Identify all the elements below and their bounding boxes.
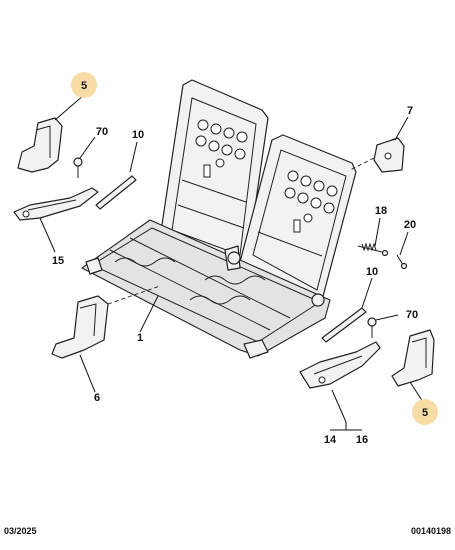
callout-15: 15	[52, 255, 64, 267]
seat-frame	[81, 79, 357, 359]
callout-18: 18	[375, 205, 387, 217]
callout-70-right: 70	[406, 309, 418, 321]
part-6-lower-cover	[51, 295, 109, 359]
callout-5-bottom: 5	[422, 407, 428, 419]
part-10-right-rod	[321, 307, 367, 343]
part-5-left-cover	[17, 117, 63, 173]
part-70-left-screw	[73, 157, 83, 178]
part-5-right-cover	[391, 329, 435, 387]
callout-5-top-highlight	[71, 72, 97, 98]
callout-5-bottom-highlight	[412, 399, 438, 425]
part-70-right-screw	[367, 317, 377, 338]
part-18-spring	[357, 242, 389, 257]
part-20-pin	[396, 254, 408, 270]
callout-1: 1	[137, 332, 143, 344]
backrest-holes-left	[195, 119, 248, 178]
callout-6: 6	[94, 392, 100, 404]
callout-5-top: 5	[81, 80, 87, 92]
callout-70-left: 70	[96, 126, 108, 138]
mount-line-6	[107, 285, 161, 305]
leader-lines	[39, 94, 426, 431]
callout-10-right: 10	[366, 266, 378, 278]
part-14-16-bracket	[299, 341, 381, 389]
part-15-bracket	[13, 187, 99, 221]
callout-16: 16	[356, 434, 368, 446]
part-7-plate	[373, 137, 405, 173]
callout-20: 20	[404, 219, 416, 231]
mount-line-7	[349, 157, 375, 171]
backrest-holes-right	[284, 170, 338, 233]
footer-reference: 00140198	[410, 526, 451, 536]
callout-7: 7	[407, 105, 413, 117]
callout-14: 14	[324, 434, 337, 446]
part-10-left-rod	[95, 175, 137, 210]
footer-date: 03/2025	[4, 526, 37, 536]
callout-10-left: 10	[132, 129, 144, 141]
